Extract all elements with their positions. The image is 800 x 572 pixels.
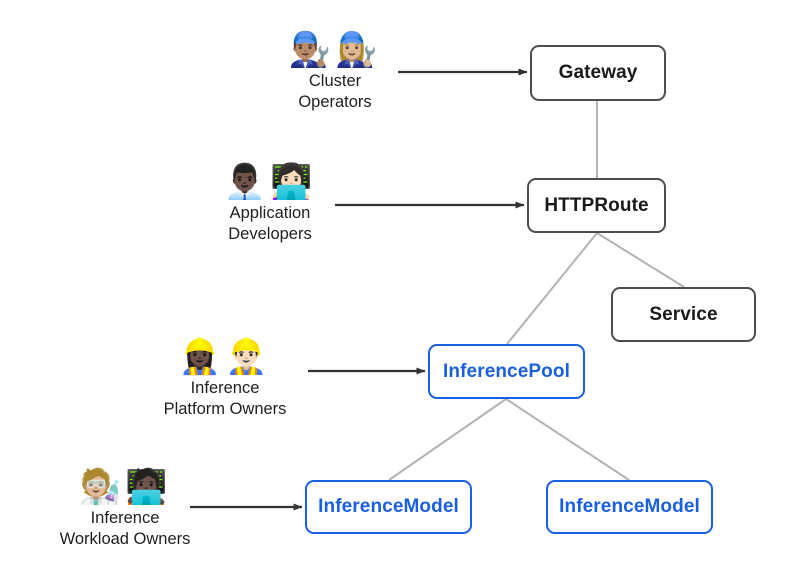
persona-label-line2: Operators: [298, 93, 372, 111]
man-mechanic-icon: 👨🏽‍🔧👩🏼‍🔧: [288, 30, 382, 70]
persona-label-line2: Platform Owners: [163, 400, 287, 418]
node-gateway[interactable]: Gateway: [530, 45, 666, 101]
persona-label-line1: Inference: [190, 379, 260, 397]
edge-httproute-inferencepool: [506, 232, 598, 345]
persona-label-line2: Developers: [228, 225, 312, 243]
node-label: Gateway: [558, 62, 638, 83]
persona-label-line1: Cluster: [308, 72, 362, 90]
node-inferencemodel_right[interactable]: InferenceModel: [546, 480, 713, 534]
node-label: InferenceModel: [559, 496, 700, 517]
node-label: InferencePool: [443, 360, 570, 382]
edge-inferencepool-model-right: [505, 398, 630, 481]
node-label: HTTPRoute: [544, 194, 649, 216]
node-inferencemodel_left[interactable]: InferenceModel: [305, 480, 472, 534]
edge-inferencepool-model-left: [388, 398, 507, 481]
persona-label-line1: Application: [229, 204, 311, 222]
node-inferencepool[interactable]: InferencePool: [428, 344, 585, 399]
scientist-icon: 🧑🏼‍🔬🧑🏿‍💻: [78, 467, 172, 507]
node-httproute[interactable]: HTTPRoute: [527, 178, 666, 233]
edge-httproute-service: [596, 232, 685, 288]
man-office-worker-icon: 👨🏿‍💼👩🏻‍💻: [223, 162, 317, 202]
persona-arrows: [190, 68, 528, 511]
persona-label-line1: Inference: [90, 509, 160, 527]
persona-label-line2: Workload Owners: [59, 530, 191, 548]
node-service[interactable]: Service: [611, 287, 756, 342]
woman-construction-worker-icon: 👷🏿‍♀️👷🏻‍♂️: [178, 337, 272, 377]
node-label: InferenceModel: [318, 496, 459, 517]
node-label: Service: [649, 303, 718, 325]
